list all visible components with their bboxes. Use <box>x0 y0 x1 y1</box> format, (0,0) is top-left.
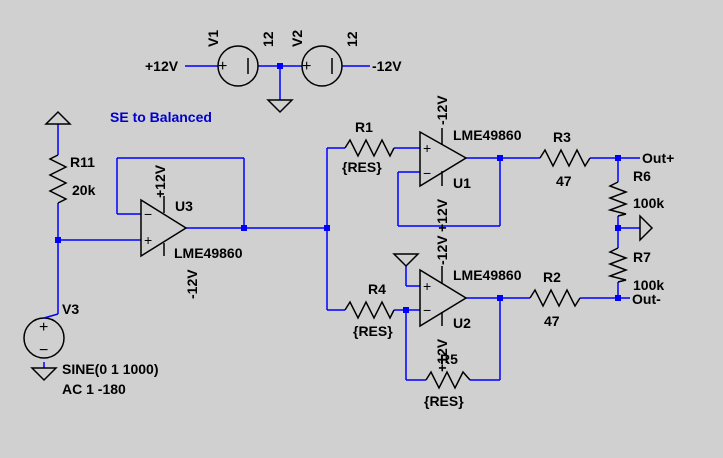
opamp-u1[interactable]: + − <box>419 128 468 188</box>
opamp-u3-model: LME49860 <box>174 245 243 261</box>
resistor-r7-value: 100k <box>633 277 664 293</box>
vcc-flag-r11 <box>44 110 72 125</box>
source-v2-value: 12 <box>344 31 360 47</box>
source-v1-value: 12 <box>260 31 276 47</box>
opamp-u3-name: U3 <box>175 198 193 214</box>
opamp-u2-name: U2 <box>453 315 471 331</box>
resistor-r6-value: 100k <box>633 195 664 211</box>
resistor-r5-name: R5 <box>440 351 458 367</box>
resistor-r1-name: R1 <box>355 119 373 135</box>
opamp-u2[interactable]: + − <box>419 266 468 328</box>
source-v1[interactable]: + V1 12 <box>205 30 276 87</box>
source-v3-name: V3 <box>62 301 79 317</box>
resistor-r4-value: {RES} <box>353 323 393 339</box>
source-v3[interactable]: + − <box>23 317 65 359</box>
net-label-pos-supply: +12V <box>145 58 179 74</box>
opamp-u3-vpos: +12V <box>152 164 168 198</box>
resistor-r6-name: R6 <box>633 168 651 184</box>
resistor-r5[interactable] <box>425 370 471 390</box>
resistor-r5-value: {RES} <box>424 393 464 409</box>
opamp-u2-vneg: -12V <box>434 235 450 265</box>
comment-se-to-balanced: SE to Balanced <box>110 109 212 125</box>
ground-symbol-v3 <box>30 367 58 382</box>
resistor-r2[interactable] <box>529 288 581 308</box>
net-label-out-minus: Out- <box>632 291 661 307</box>
resistor-r11[interactable] <box>48 154 68 204</box>
opamp-u2-minus: − <box>423 302 431 318</box>
source-v3-plus: + <box>39 319 48 336</box>
resistor-r1[interactable] <box>344 138 395 158</box>
opamp-u1-model: LME49860 <box>453 127 522 143</box>
resistor-r3[interactable] <box>539 148 591 168</box>
source-v3-minus: − <box>39 342 48 359</box>
ground-symbol-mid <box>639 214 654 242</box>
ground-symbol-u2 <box>392 253 420 268</box>
source-v2-plus: + <box>302 58 311 75</box>
source-v2-name: V2 <box>289 30 305 47</box>
resistor-r2-name: R2 <box>543 269 561 285</box>
resistor-r2-value: 47 <box>544 313 560 329</box>
junction-dots <box>55 63 621 313</box>
resistor-r3-value: 47 <box>556 173 572 189</box>
opamp-u1-vpos: +12V <box>434 198 450 232</box>
resistor-r7[interactable] <box>607 247 629 283</box>
ground-symbol-supply <box>266 99 294 114</box>
opamp-u1-minus: − <box>423 165 431 181</box>
opamp-u2-plus: + <box>423 278 431 294</box>
net-label-out-plus: Out+ <box>642 150 674 166</box>
source-v2[interactable]: + V2 12 <box>289 30 360 87</box>
source-v1-plus: + <box>218 58 227 75</box>
resistor-r4-name: R4 <box>368 281 386 297</box>
opamp-u3[interactable]: − + <box>140 196 188 258</box>
net-label-neg-supply: -12V <box>372 58 402 74</box>
opamp-u3-vneg: -12V <box>184 269 200 299</box>
opamp-u2-vpos: +12V <box>434 338 450 372</box>
opamp-u1-vneg: -12V <box>434 95 450 125</box>
resistor-r6[interactable] <box>607 181 629 217</box>
resistor-r11-value: 20k <box>72 182 96 198</box>
source-v1-name: V1 <box>205 30 221 47</box>
source-v3-line2: AC 1 -180 <box>62 381 126 397</box>
opamp-u1-name: U1 <box>453 175 471 191</box>
opamp-u1-plus: + <box>423 140 431 156</box>
resistor-r7-name: R7 <box>633 249 651 265</box>
resistor-r3-name: R3 <box>553 129 571 145</box>
opamp-u2-model: LME49860 <box>453 267 522 283</box>
resistor-r1-value: {RES} <box>342 159 382 175</box>
opamp-u3-minus: − <box>144 206 152 222</box>
resistor-r11-name: R11 <box>70 154 95 170</box>
opamp-u3-plus: + <box>144 232 152 248</box>
resistor-r4[interactable] <box>344 300 395 320</box>
source-v3-line1: SINE(0 1 1000) <box>62 361 159 377</box>
